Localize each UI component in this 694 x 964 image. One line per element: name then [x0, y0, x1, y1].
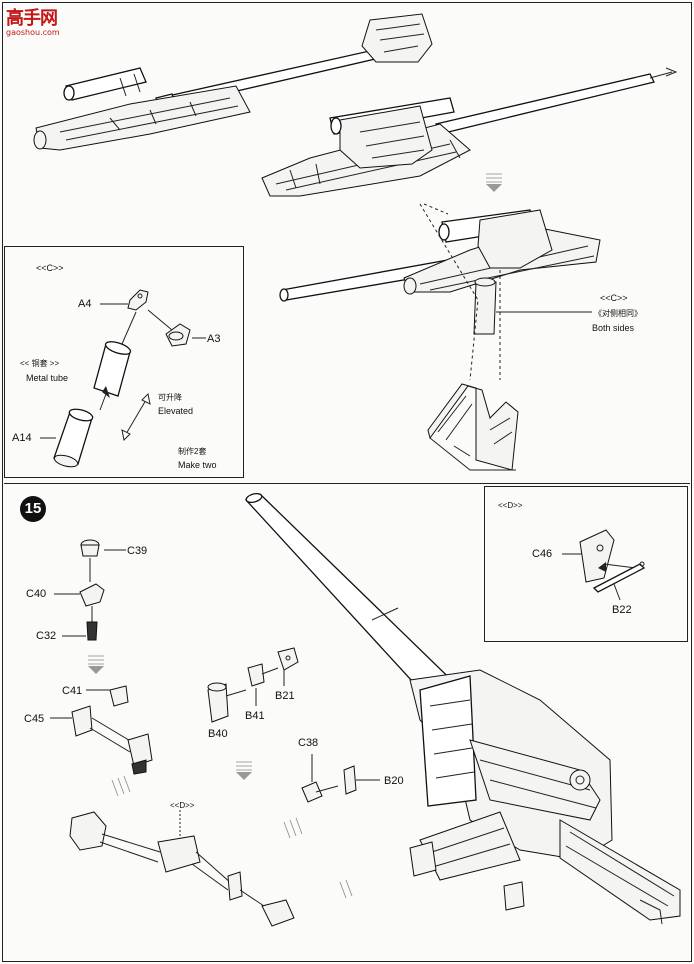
step15-gun-drawing	[244, 492, 681, 925]
part-label-c39: C39	[127, 545, 148, 557]
detail-c-title: <<C>>	[36, 263, 64, 273]
part-label-b40: B40	[208, 728, 228, 740]
detail-d-drawing	[562, 529, 646, 601]
elevated-cn: 可升降	[158, 393, 182, 402]
step15-middle-drawing	[207, 647, 380, 899]
part-label-b21: B21	[275, 690, 295, 702]
inline-d-label: <<D>>	[170, 801, 195, 810]
metal-tube-cn: << 铜套 >>	[20, 359, 60, 368]
lower-gun-drawing	[279, 203, 601, 471]
both-sides-en: Both sides	[592, 323, 635, 333]
part-label-c40: C40	[26, 588, 47, 600]
logo-chinese-text: 高手网	[6, 8, 58, 29]
part-label-b41: B41	[245, 710, 265, 722]
step15-left-drawing	[50, 539, 295, 927]
detail-c-box	[4, 246, 244, 478]
detail-c-drawing	[40, 289, 206, 468]
make-two-en: Make two	[178, 460, 217, 470]
part-label-a14: A14	[12, 432, 32, 444]
logo-latin-text: gaoshou.com	[6, 28, 60, 37]
site-logo: 高手网 gaoshou.com	[6, 4, 60, 37]
part-label-c45: C45	[24, 713, 45, 725]
part-label-a4: A4	[78, 298, 92, 310]
callout-c-title: <<C>>	[600, 293, 628, 303]
part-label-b22: B22	[612, 604, 632, 616]
step15-divider	[4, 483, 690, 484]
upper-gun-drawing	[33, 13, 433, 151]
part-label-c46: C46	[532, 548, 553, 560]
make-two-cn: 制作2套	[178, 447, 207, 456]
part-label-a3: A3	[207, 333, 221, 345]
elevated-en: Elevated	[158, 406, 194, 416]
metal-tube-en: Metal tube	[26, 373, 69, 383]
part-label-b20: B20	[384, 775, 404, 787]
part-label-c32: C32	[36, 630, 57, 642]
part-label-c38: C38	[298, 737, 319, 749]
part-label-c41: C41	[62, 685, 83, 697]
both-sides-cn: 《对侧相同》	[594, 309, 642, 318]
detail-d-title: <<D>>	[498, 501, 523, 510]
middle-gun-drawing	[261, 67, 678, 197]
detail-d-box	[484, 486, 688, 642]
down-arrow-1	[486, 173, 502, 192]
step-number-badge: 15	[20, 496, 46, 522]
